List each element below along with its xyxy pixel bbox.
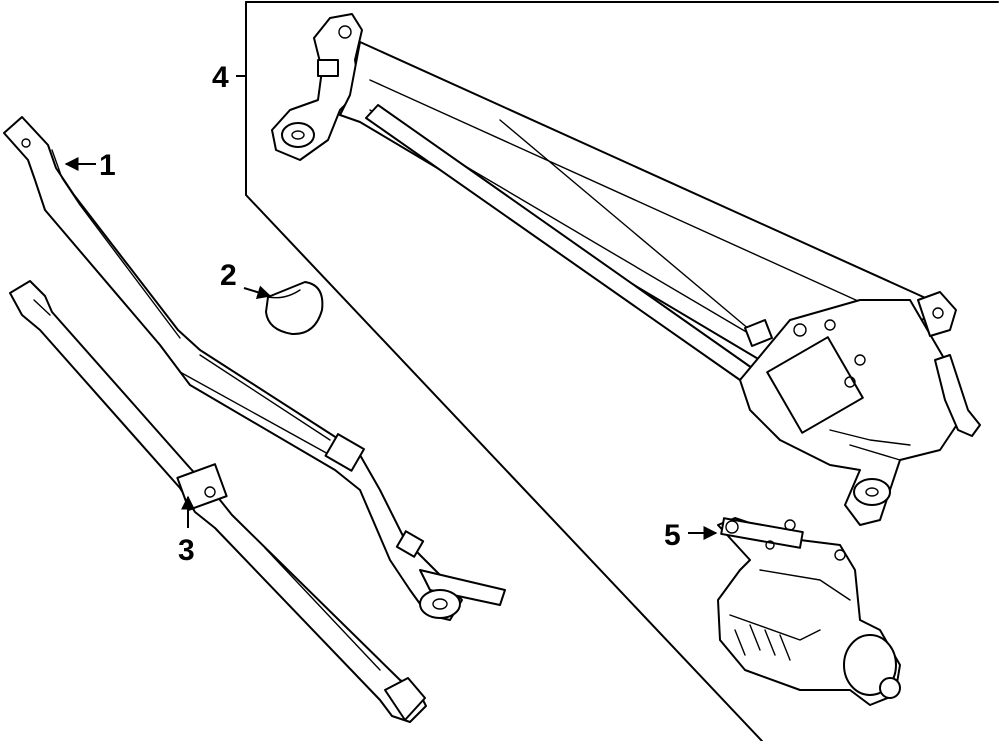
part-5-wiper-motor[interactable]: [717, 517, 901, 706]
callout-3: 3: [178, 495, 195, 567]
part-4-wiper-linkage[interactable]: [271, 13, 981, 526]
callout-4: 4: [212, 61, 246, 94]
callout-3-label: 3: [178, 534, 195, 567]
callout-2: 2: [220, 259, 272, 299]
callout-5-label: 5: [664, 519, 681, 552]
callout-1-label: 1: [99, 149, 116, 182]
part-3-wiper-arm[interactable]: [9, 280, 427, 723]
callout-1: 1: [64, 149, 116, 182]
part-2-pivot-cap[interactable]: [265, 281, 324, 336]
callout-4-label: 4: [212, 61, 229, 94]
callout-5: 5: [664, 519, 718, 552]
callout-2-label: 2: [220, 259, 237, 292]
part-1-wiper-arm[interactable]: [3, 116, 506, 621]
assembly-4-boundary: [245, 1, 999, 741]
